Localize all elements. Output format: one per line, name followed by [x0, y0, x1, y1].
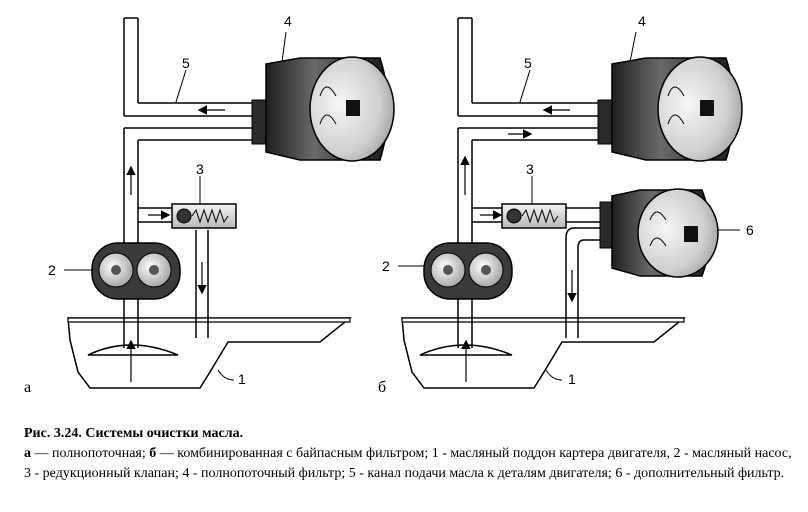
panel-a: 4 5 3 2 1 а	[24, 13, 395, 396]
label-valve: 3	[526, 161, 534, 177]
oil-filtration-diagram: 4 5 3 2 1 а	[24, 13, 754, 396]
label-pump: 2	[48, 262, 56, 278]
oil-intake	[87, 344, 179, 356]
pipes-a	[123, 17, 262, 348]
label-valve: 3	[196, 161, 204, 177]
full-flow-filter	[597, 56, 743, 162]
figure-caption: Рис. 3.24. Системы очистки масла. а — по…	[24, 424, 794, 484]
caption-title: Рис. 3.24. Системы очистки масла.	[24, 426, 244, 441]
label-pan: 1	[238, 371, 246, 387]
label-channel: 5	[182, 55, 190, 71]
caption-key-b: б	[149, 446, 157, 461]
label-filter: 4	[638, 13, 646, 29]
label-pan: 1	[568, 371, 576, 387]
panel-b: 4 5 3 2 1 6 б	[378, 13, 754, 396]
caption-text-a: — полнопоточная;	[31, 446, 150, 461]
pipes-b	[457, 17, 604, 348]
oil-pump	[91, 242, 181, 300]
label-pump: 2	[382, 258, 390, 274]
label-extra-filter: 6	[746, 222, 754, 238]
full-flow-filter	[251, 56, 395, 162]
caption-body: а — полнопоточная; б — комбинированная с…	[24, 444, 794, 484]
caption-text-b: — комбинированная с байпасным фильтром; …	[24, 446, 792, 481]
bypass-filter	[599, 188, 719, 278]
label-filter: 4	[284, 13, 292, 29]
relief-valve	[171, 203, 237, 229]
relief-valve	[501, 203, 567, 229]
label-channel: 5	[524, 55, 532, 71]
caption-key-a: а	[24, 446, 31, 461]
panel-label-b: б	[378, 379, 386, 396]
panel-label-a: а	[24, 379, 31, 396]
oil-pump	[423, 242, 513, 300]
